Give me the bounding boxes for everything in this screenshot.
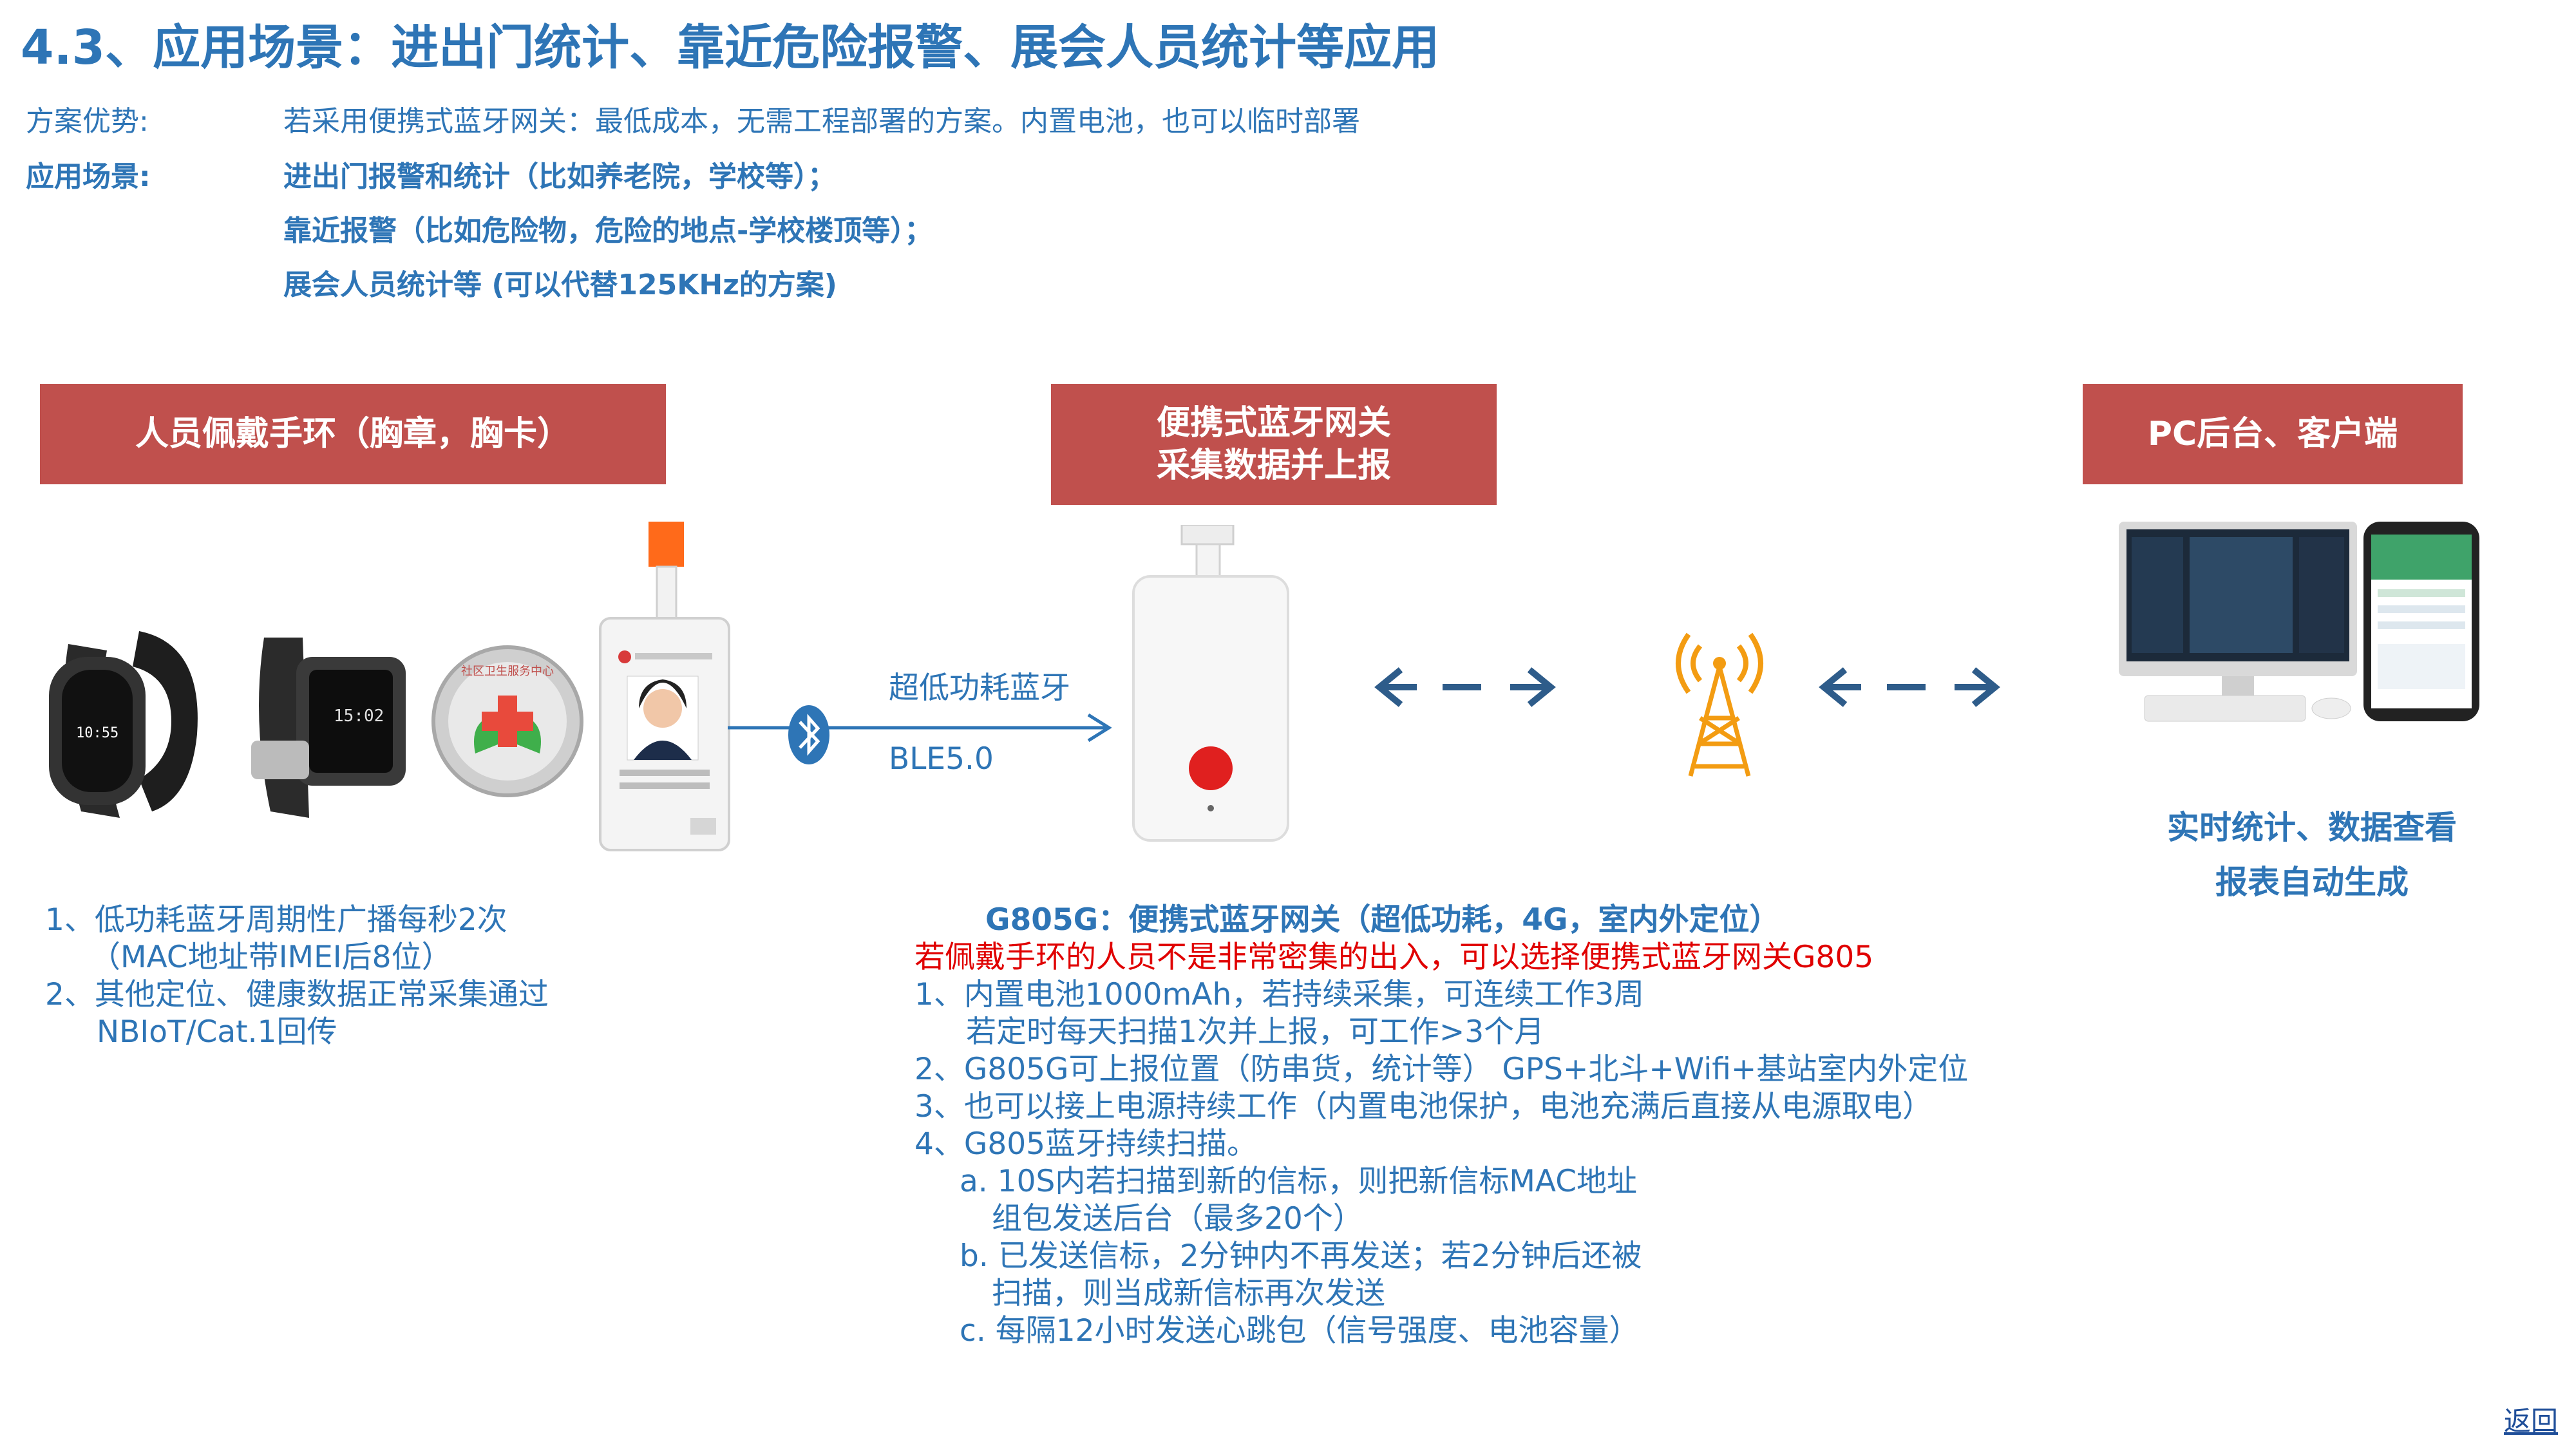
id-card-image <box>599 522 730 851</box>
svg-text:10:55: 10:55 <box>76 725 118 741</box>
left-note-line: NBIoT/Cat.1回传 <box>97 1014 337 1050</box>
gateway-line: 3、也可以接上电源持续工作（内置电池保护，电池充满后直接从电源取电） <box>914 1089 1933 1124</box>
svg-text:15:02: 15:02 <box>334 706 384 726</box>
advantage-text: 若采用便携式蓝牙网关：最低成本，无需工程部署的方案。内置电池，也可以临时部署 <box>283 105 1360 138</box>
double-arrow-icon <box>1374 667 1556 707</box>
gateway-button-icon <box>1189 746 1233 790</box>
gateway-header-line2: 采集数据并上报 <box>1156 446 1391 485</box>
smartwatch-image: 15:02 <box>251 638 406 818</box>
left-note-line: （MAC地址带IMEI后8位） <box>90 940 452 975</box>
gateway-line: 1、内置电池1000mAh，若持续采集，可连续工作3周 <box>914 977 1645 1012</box>
gateway-device-image <box>1132 525 1289 842</box>
double-arrow-icon <box>1819 667 2000 707</box>
realtime-caption: 实时统计、数据查看 <box>2167 809 2457 846</box>
gateway-line: c. 每隔12小时发送心跳包（信号强度、电池容量） <box>960 1313 1640 1349</box>
scenario-label: 应用场景: <box>26 160 151 193</box>
gateway-heading: G805G：便携式蓝牙网关（超低功耗，4G，室内外定位） <box>985 902 1780 938</box>
ble-link-arrow <box>728 705 1112 764</box>
left-note-line: 1、低功耗蓝牙周期性广播每秒2次 <box>45 902 507 938</box>
gateway-header-box: 便携式蓝牙网关 采集数据并上报 <box>1051 384 1497 505</box>
scenario-line: 进出门报警和统计（比如养老院，学校等）； <box>283 160 836 193</box>
gateway-line: 4、G805蓝牙持续扫描。 <box>914 1126 1258 1162</box>
report-caption: 报表自动生成 <box>2215 864 2409 901</box>
back-link[interactable]: 返回 <box>2503 1405 2558 1437</box>
gateway-line: a. 10S内若扫描到新的信标，则把新信标MAC地址 <box>960 1164 1638 1199</box>
gateway-line: 扫描，则当成新信标再次发送 <box>992 1276 1385 1311</box>
cell-tower-icon <box>1676 632 1763 777</box>
gateway-line: 若定时每天扫描1次并上报，可工作>3个月 <box>966 1014 1545 1050</box>
left-note-line: 2、其他定位、健康数据正常采集通过 <box>45 977 549 1012</box>
badge-text: 社区卫生服务中心 <box>461 665 554 678</box>
ble-label-top: 超低功耗蓝牙 <box>889 670 1070 706</box>
gateway-line: 2、G805G可上报位置（防串货，统计等） GPS+北斗+Wifi+基站室内外定… <box>914 1052 1969 1087</box>
ble-label-bottom: BLE5.0 <box>889 741 994 777</box>
wearable-header-label: 人员佩戴手环（胸章，胸卡） <box>135 415 571 453</box>
pc-header-box: PC后台、客户端 <box>2083 384 2463 484</box>
gateway-line: 组包发送后台（最多20个） <box>992 1201 1363 1236</box>
wearable-header-box: 人员佩戴手环（胸章，胸卡） <box>40 384 666 484</box>
pc-and-phone-image <box>2119 522 2479 722</box>
scenario-line: 展会人员统计等 (可以代替125KHz的方案) <box>283 269 837 301</box>
gateway-line: b. 已发送信标，2分钟内不再发送；若2分钟后还被 <box>960 1238 1642 1274</box>
gateway-header-line1: 便携式蓝牙网关 <box>1156 404 1391 442</box>
gateway-highlight: 若佩戴手环的人员不是非常密集的出入，可以选择便携式蓝牙网关G805 <box>914 940 1874 975</box>
pc-header-label: PC后台、客户端 <box>2147 415 2398 453</box>
page-title: 4.3、应用场景：进出门统计、靠近危险报警、展会人员统计等应用 <box>21 20 1440 75</box>
wristband-image: 10:55 <box>49 631 198 818</box>
advantage-label: 方案优势: <box>26 105 149 138</box>
community-badge-image: 社区卫生服务中心 <box>431 645 583 797</box>
scenario-line: 靠近报警（比如危险物，危险的地点-学校楼顶等）； <box>283 214 933 247</box>
